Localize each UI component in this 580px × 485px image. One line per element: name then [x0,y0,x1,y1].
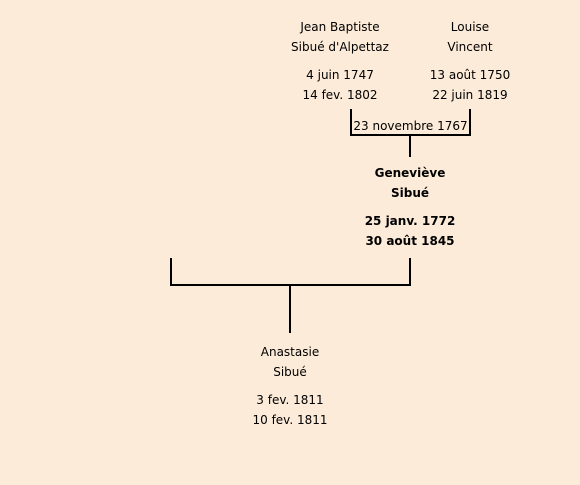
subject-death: 30 août 1845 [365,234,455,248]
child-birth: 3 fev. 1811 [256,393,324,407]
father-name-line1: Jean Baptiste [300,20,380,34]
father-death: 14 fev. 1802 [302,88,378,102]
mother-connector [469,109,471,136]
child-person: Anastasie Sibué 3 fev. 1811 10 fev. 1811 [225,342,355,430]
subject-dates: 25 janv. 1772 30 août 1845 [345,211,475,251]
subject-name-line1: Geneviève [374,166,446,180]
child-dates: 3 fev. 1811 10 fev. 1811 [225,390,355,430]
child-name-line1: Anastasie [260,345,320,359]
parents-descent-line [409,136,411,157]
father-name-line2: Sibué d'Alpettaz [291,40,389,54]
union-descent-line [289,286,291,333]
child-name-line2: Sibué [273,365,307,379]
subject-person: Geneviève Sibué 25 janv. 1772 30 août 18… [345,163,475,251]
mother-person: Louise Vincent 13 août 1750 22 juin 1819 [410,17,530,105]
marriage-date: 23 novembre 1767 [353,119,468,133]
father-dates: 4 juin 1747 14 fev. 1802 [270,65,410,105]
subject-name-line2: Sibué [390,186,430,200]
union-bar [170,284,411,286]
subject-connector [409,258,411,286]
father-birth: 4 juin 1747 [306,68,374,82]
subject-birth: 25 janv. 1772 [364,214,456,228]
father-connector [350,109,352,136]
mother-name-line2: Vincent [447,40,493,54]
mother-dates: 13 août 1750 22 juin 1819 [410,65,530,105]
child-death: 10 fev. 1811 [252,413,328,427]
mother-birth: 13 août 1750 [429,68,511,82]
father-person: Jean Baptiste Sibué d'Alpettaz 4 juin 17… [270,17,410,105]
mother-name-line1: Louise [450,20,490,34]
spouse-connector [170,258,172,286]
mother-death: 22 juin 1819 [432,88,508,102]
parents-bar [350,134,471,136]
